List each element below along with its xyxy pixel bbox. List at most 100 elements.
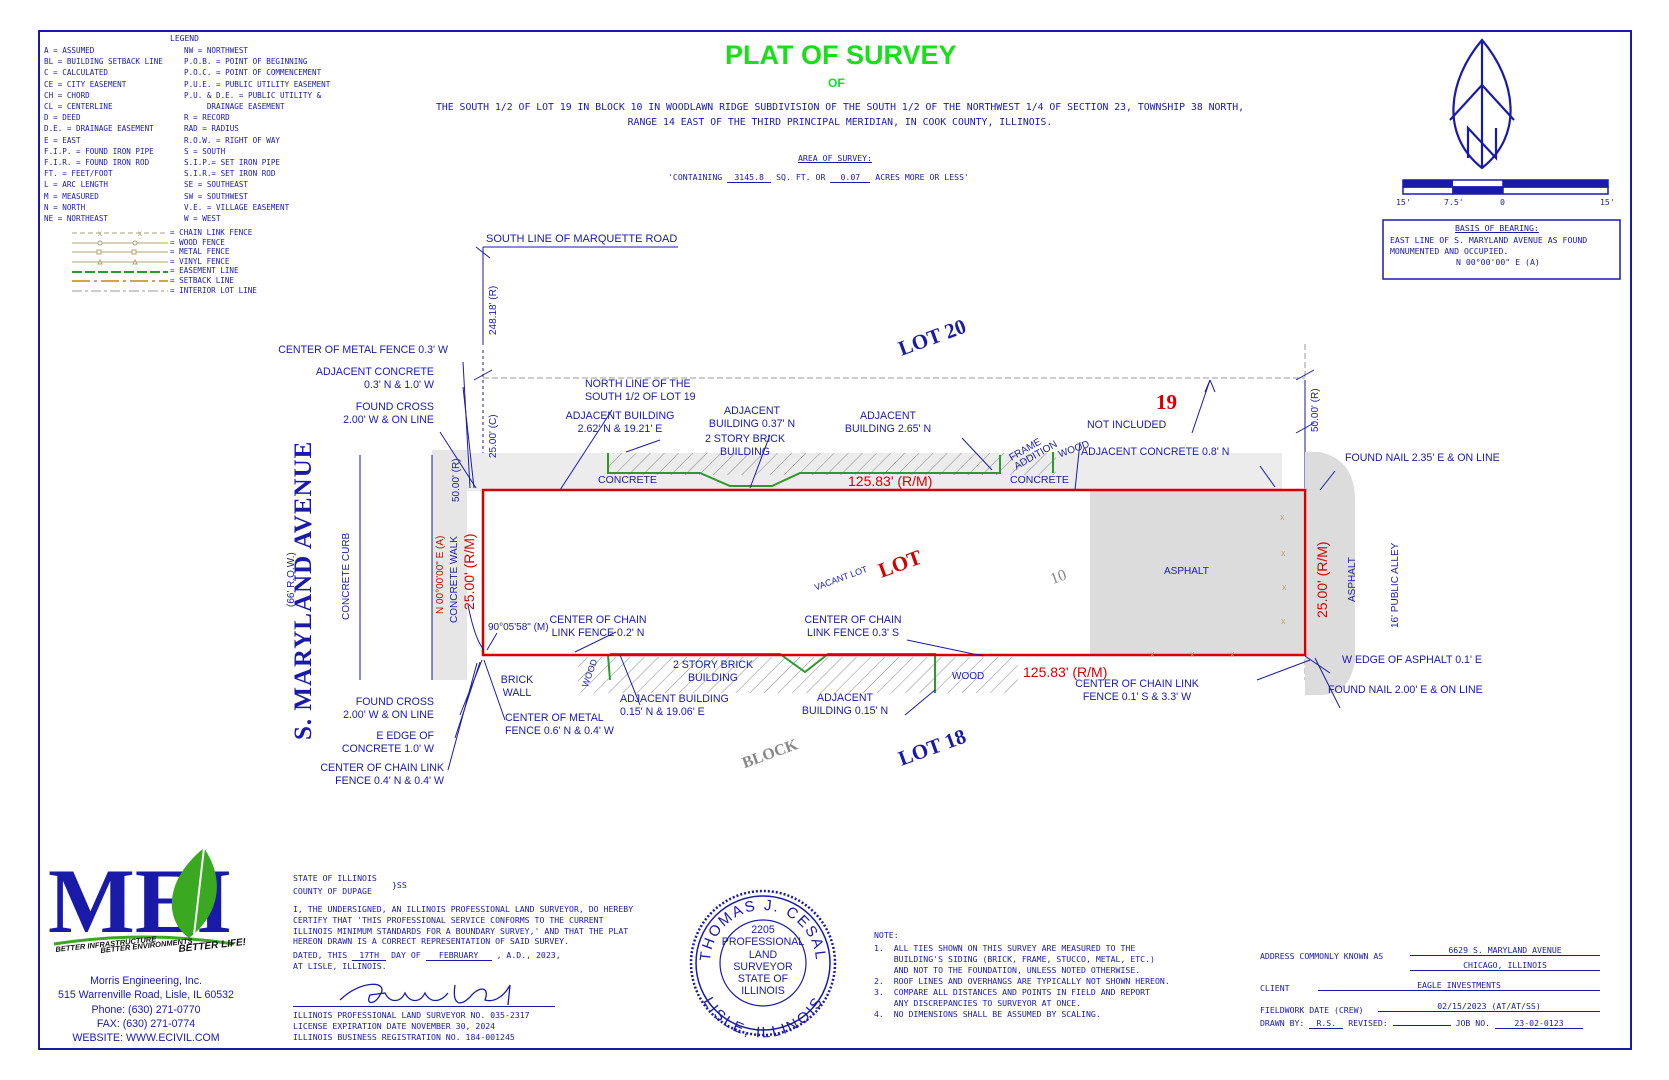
seal-line: LAND [748,948,778,961]
svg-text:x: x [1280,512,1285,522]
legend-item: F.I.P. = FOUND IRON PIPE [44,146,154,156]
seal-line: ILLINOIS [741,985,785,998]
legend-item: SW = SOUTHWEST [184,191,249,201]
property-boundary [481,488,1307,657]
seal-line: STATE OF [737,973,789,986]
label-concrete-left: CONCRETE [598,474,657,486]
tb-fieldwork-label: FIELDWORK DATE (CREW) [1260,1005,1364,1015]
bearing-line-1: EAST LINE OF S. MARYLAND AVENUE AS FOUND [1390,235,1588,245]
seal-line: SURVEYOR [733,960,793,973]
label-50-r-left: 50.00' (R) [451,458,462,502]
label-50-r-right: 50.00' (R) [1310,388,1321,432]
area-mid: SQ. FT. OR [776,172,826,182]
notes-title: NOTE: [874,930,899,940]
cert-license-2: LICENSE EXPIRATION DATE NOVEMBER 30, 202… [293,1021,496,1031]
label-bearing-west: N 00°00'00" E (A) [435,535,446,614]
svg-text:x: x [1282,582,1287,592]
svg-text:x: x [138,229,142,238]
chain-link-fence-s2-line: CENTER OF CHAIN [804,614,902,626]
cert-license-3: ILLINOIS BUSINESS REGISTRATION NO. 184-0… [293,1032,515,1042]
center-metal-fence-nw: CENTER OF METAL FENCE 0.3' W [278,344,448,356]
svg-text:x: x [1190,649,1195,659]
label-wood-south-2: WOOD [952,671,985,682]
cert-body-line: I, THE UNDERSIGNED, AN ILLINOIS PROFESSI… [293,904,634,914]
notes-body: 1. ALL TIES SHOWN ON THIS SURVEY ARE MEA… [874,943,1170,1020]
note-item: 3. COMPARE ALL DISTANCES AND POINTS IN F… [874,987,1151,997]
company-name: Morris Engineering, Inc. [90,975,202,987]
label-248-18: 248.18' (R) [488,285,499,335]
adjacent-building-n-line: ADJACENT [724,405,780,417]
tb-client: EAGLE INVESTMENTS [1318,980,1600,991]
area-title: AREA OF SURVEY: [798,153,872,163]
cert-body: I, THE UNDERSIGNED, AN ILLINOIS PROFESSI… [293,904,633,947]
company-website[interactable]: WEBSITE: WWW.ECIVIL.COM [72,1032,220,1045]
scale-label-7-5: 7.5' [1444,197,1464,207]
tb-address-label: ADDRESS COMMONLY KNOWN AS [1260,951,1384,961]
note-item: 1. ALL TIES SHOWN ON THIS SURVEY ARE MEA… [874,943,1136,953]
bearing-title: BASIS OF BEARING: [1455,223,1539,233]
adjacent-building-sw-line: 0.15' N & 19.06' E [620,705,705,718]
legend-item: S = SOUTH [184,146,226,156]
found-nail-ne: FOUND NAIL 2.35' E & ON LINE [1345,452,1500,464]
company-contact: Morris Engineering, Inc. 515 Warrenville… [40,974,252,1045]
legend-fence-label: = SETBACK LINE [170,276,235,285]
label-north-dimension: 125.83' (R/M) [848,473,933,489]
adjacent-building-n-line: BUILDING 0.37' N [708,417,796,430]
svg-text:LISLE, ILLINOIS: LISLE, ILLINOIS [700,994,827,1038]
legend-title: LEGEND [170,34,199,43]
legend-fence-label: = WOOD FENCE [170,238,225,247]
e-edge-concrete-line: CONCRETE 1.0' W [341,742,434,755]
cert-county: COUNTY OF DUPAGE [293,886,372,896]
mei-logo-icon: MEI [48,847,234,952]
label-public-alley: 16' PUBLIC ALLEY [1390,542,1401,628]
w-edge-asphalt: W EDGE OF ASPHALT 0.1' E [1342,654,1482,666]
legend-item: BL = BUILDING SETBACK LINE [44,57,163,67]
adjacent-building-nw-line: 2.62' N & 19.21' E [577,422,663,435]
chain-link-fence-s2-line: LINK FENCE 0.3' S [806,626,900,639]
adjacent-concrete-nw-line: 0.3' N & 1.0' W [364,378,434,391]
area-sqft: 3145.8 [727,172,772,183]
area-statement: 'CONTAINING 3145.8 SQ. FT. OR 0.07 ACRES… [668,172,969,183]
company-address: 515 Warrenville Road, Lisle, IL 60532 [58,989,234,1002]
tb-address-1: 6629 S. MARYLAND AVENUE [1410,945,1600,956]
alley-asphalt [1305,452,1355,695]
surveyor-signature [339,983,511,1006]
note-item: BUILDING'S SIDING (BRICK, FRAME, STUCCO,… [874,954,1155,964]
note-item: 2. ROOF LINES AND OVERHANGS ARE TYPICALL… [874,976,1170,986]
sheet-border [38,30,1632,1050]
surveyor-seal: THOMAS J. CESAL LISLE, ILLINOIS [689,889,837,1038]
legend-item: R.O.W. = RIGHT OF WAY [184,135,281,145]
brick-building-north-line: 2 STORY BRICK [704,433,786,445]
cert-body-line: ILLINOIS MINIMUM STANDARDS FOR A BOUNDAR… [293,925,629,936]
scale-label-0: 0 [1500,197,1505,207]
area-pre: 'CONTAINING [668,172,723,182]
adjacent-concrete-nw-line: ADJACENT CONCRETE [315,366,434,378]
cert-month: FEBRUARY [425,950,492,961]
legend-item: DRAINAGE EASEMENT [184,102,285,112]
south-adjacent-building [578,657,1018,693]
tb-address-2: CHICAGO, ILLINOIS [1410,960,1600,971]
legend-item: E = EAST [44,135,81,145]
legend-item: R = RECORD [184,113,230,123]
svg-text:x: x [1281,548,1286,558]
label-row: (66' R.O.W.) [286,552,297,607]
legend-item: SE = SOUTHEAST [184,180,249,190]
area-post: ACRES MORE OR LESS' [875,172,969,182]
north-arrow-icon [1449,38,1515,170]
legend-item: W = WEST [184,214,221,224]
legal-description: THE SOUTH 1/2 OF LOT 19 IN BLOCK 10 IN W… [435,102,1245,128]
label-south-dimension: 125.83' (R/M) [1023,664,1108,680]
north-adjacent-building [608,453,1056,475]
legend-item: P.O.C. = POINT OF COMMENCEMENT [184,68,322,78]
cert-place: AT LISLE, ILLINOIS. [293,961,387,971]
seal-line: PROFESSIONAL [721,936,805,949]
plat-title-of: OF [828,76,845,90]
label-angle: 90°05'58" (M) [488,622,549,633]
